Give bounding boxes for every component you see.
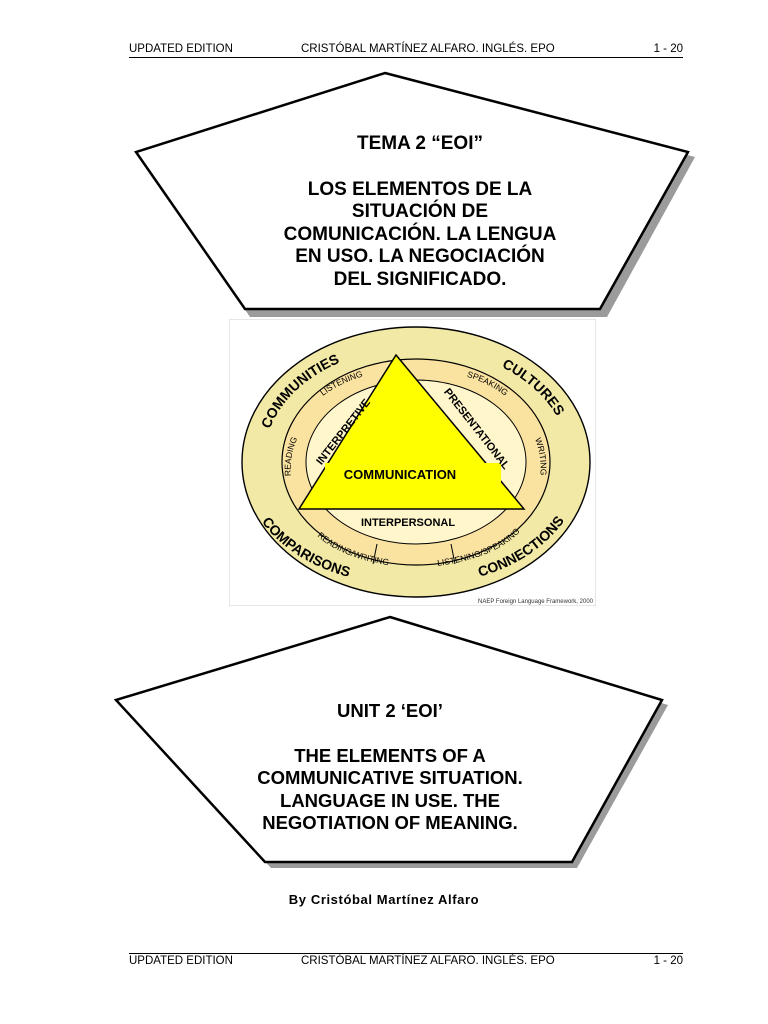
diagram-graphic: COMMUNICATION INTERPERSONAL INTERPRETIVE… [228,318,597,607]
spanish-line-3: COMUNICACIÓN. LA LENGUA [283,223,557,245]
divider-right [450,543,456,565]
footer-page-number: 1 - 20 [653,955,683,967]
center-label: COMMUNICATION [344,467,456,482]
english-title-pentagon [113,615,668,868]
center-label-bg [325,463,501,485]
spanish-title-pentagon [134,71,695,317]
header-author: CRISTÓBAL MARTÍNEZ ALFARO. INGLÉS. EPO [301,43,555,55]
english-line-4: NEGOTIATION OF MEANING. [262,812,518,833]
byline: By Cristóbal Martínez Alfaro [288,892,480,907]
page-footer: UPDATED EDITION CRISTÓBAL MARTÍNEZ ALFAR… [129,955,683,969]
communication-diagram: COMMUNICATION INTERPERSONAL INTERPRETIVE… [228,318,597,607]
spanish-title: TEMA 2 “EOI” LOS ELEMENTOS DE LA SITUACI… [200,133,640,291]
pentagon-shape [113,615,664,864]
english-heading: UNIT 2 ‘EOI’ [337,700,443,721]
pentagon-shape [134,71,690,311]
english-line-1: THE ELEMENTS OF A [294,744,486,766]
footer-rule [129,953,683,954]
header-page-number: 1 - 20 [653,43,683,55]
header-rule [129,57,683,58]
spanish-line-4: EN USO. LA NEGOCIACIÓN [295,246,545,267]
spanish-heading: TEMA 2 “EOI” [357,133,483,154]
footer-author: CRISTÓBAL MARTÍNEZ ALFARO. INGLÉS. EPO [301,955,555,967]
header-edition: UPDATED EDITION [129,43,233,55]
english-line-2: COMMUNICATIVE SITUATION. [257,767,523,788]
divider-left [372,543,378,565]
footer-edition: UPDATED EDITION [129,955,233,967]
spanish-line-1: LOS ELEMENTOS DE LA [307,178,533,200]
page-header: UPDATED EDITION CRISTÓBAL MARTÍNEZ ALFAR… [129,43,683,57]
spanish-line-2: SITUACIÓN DE [351,201,489,222]
mode-interpersonal: INTERPERSONAL [361,517,455,529]
spanish-line-5: DEL SIGNIFICADO. [333,268,507,290]
english-line-3: LANGUAGE IN USE. THE [280,789,500,811]
english-title: UNIT 2 ‘EOI’ THE ELEMENTS OF A COMMUNICA… [190,700,590,835]
diagram-credit: NAEP Foreign Language Framework, 2000 [478,599,594,605]
